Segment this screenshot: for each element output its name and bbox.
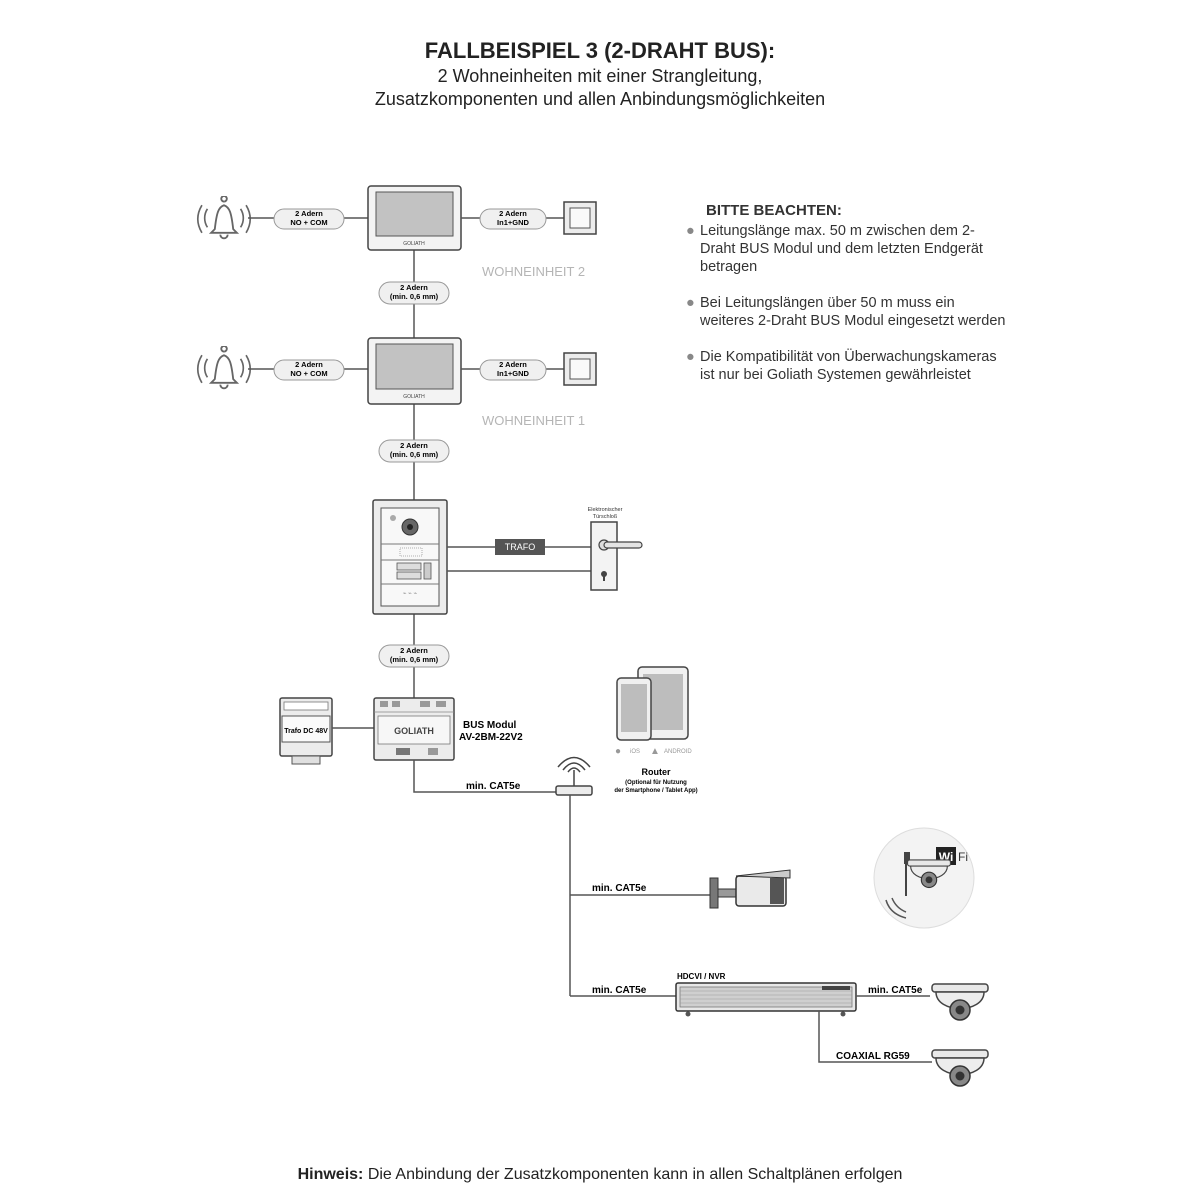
- router-note: der Smartphone / Tablet App): [614, 788, 697, 794]
- door-station: ⌁ ⌁ ⌁: [372, 499, 448, 615]
- connector-label: In1+GND: [497, 218, 529, 227]
- bullet-icon: ●: [686, 295, 695, 311]
- bullet-camera-icon: [709, 869, 791, 909]
- connector-label: (min. 0,6 mm): [390, 655, 439, 664]
- router-note: (Optional für Nutzung: [625, 780, 687, 786]
- electric-door-lock: Elektronischer Türschloß: [588, 507, 643, 591]
- connector-label: 2 Adern: [295, 209, 323, 218]
- note-text: Bei Leitungslängen über 50 m muss ein we…: [700, 295, 1006, 329]
- psu-label: Trafo DC 48V: [284, 728, 328, 735]
- dome-camera-icon: [931, 1049, 989, 1087]
- connector-label: 2 Adern: [499, 209, 527, 218]
- connector-label: 2 Adern: [295, 360, 323, 369]
- wifi-dome-camera: Wi Fi: [873, 827, 975, 929]
- monitor-logo: GOLIATH: [403, 394, 425, 400]
- wifi-badge-right: Fi: [958, 850, 968, 864]
- cable-label: min. CAT5e: [592, 883, 647, 894]
- cable-label: min. CAT5e: [466, 781, 521, 792]
- note-item: ● Die Kompatibilität von Überwachungskame…: [686, 348, 1006, 384]
- footer-bold: Hinweis:: [297, 1166, 364, 1183]
- bus-module-model: AV-2BM-22V2: [459, 732, 523, 743]
- page-subtitle-line1: 2 Wohneinheiten mit einer Strangleitung,: [437, 66, 763, 86]
- page-title: FALLBEISPIEL 3 (2-DRAHT BUS):: [424, 38, 776, 63]
- connector-pill: [273, 359, 345, 381]
- trafo-box: [495, 539, 545, 555]
- cable-label: min. CAT5e: [868, 985, 923, 996]
- connector-label: NO + COM: [290, 218, 327, 227]
- connector-label: 2 Adern: [400, 283, 428, 292]
- note-text: Die Kompatibilität von Überwachungskamer…: [700, 349, 997, 383]
- router-icon: [555, 756, 593, 796]
- nvr-recorder: [675, 982, 857, 1017]
- router-label: Router: [642, 767, 671, 777]
- connector-label: 2 Adern: [400, 646, 428, 655]
- connector-pill: [378, 644, 450, 668]
- footer-note: Hinweis: Die Anbindung der Zusatzkompone…: [0, 1166, 1200, 1184]
- bell-icon: [196, 346, 252, 390]
- power-supply-unit: Trafo DC 48V: [279, 697, 333, 765]
- android-icon: ▲: [650, 746, 660, 757]
- notes-heading: BITTE BEACHTEN:: [706, 202, 842, 219]
- smartphone-icon: [616, 677, 652, 741]
- ios-label: iOS: [630, 749, 640, 755]
- monitor-logo: GOLIATH: [403, 241, 425, 247]
- connector-label: NO + COM: [290, 369, 327, 378]
- nvr-label: HDCVI / NVR: [677, 972, 726, 981]
- notes-panel: BITTE BEACHTEN: ● Leitungslänge max. 50 m…: [686, 202, 1006, 402]
- page-subtitle-line2: Zusatzkomponenten und allen Anbindungsmö…: [374, 89, 826, 109]
- bus-module-name: BUS Modul: [463, 720, 517, 731]
- connector-label: 2 Adern: [400, 441, 428, 450]
- connector-pill: [273, 208, 345, 230]
- connector-label: (min. 0,6 mm): [390, 450, 439, 459]
- apple-icon: ●: [615, 746, 621, 757]
- note-item: ● Bei Leitungslängen über 50 m muss ein w…: [686, 294, 1006, 330]
- connector-pill: [378, 281, 450, 305]
- connector-label: In1+GND: [497, 369, 529, 378]
- bell-icon: [196, 196, 252, 240]
- footer-text: Die Anbindung der Zusatzkomponenten kann…: [363, 1166, 903, 1183]
- trafo-label: TRAFO: [505, 542, 536, 552]
- door-station-keys-icon: ⌁ ⌁ ⌁: [403, 591, 418, 597]
- unit-label: WOHNEINHEIT 1: [482, 413, 585, 428]
- connector-label: 2 Adern: [499, 360, 527, 369]
- note-text: Leitungslänge max. 50 m zwischen dem 2-D…: [700, 223, 983, 275]
- push-button-switch: [563, 201, 597, 235]
- indoor-monitor: GOLIATH: [367, 337, 462, 405]
- unit-label: WOHNEINHEIT 2: [482, 264, 585, 279]
- bullet-icon: ●: [686, 223, 695, 239]
- note-item: ● Leitungslänge max. 50 m zwischen dem 2-…: [686, 222, 1006, 276]
- connector-label: (min. 0,6 mm): [390, 292, 439, 301]
- lock-label: Türschloß: [593, 514, 618, 520]
- lock-label: Elektronischer: [588, 507, 623, 513]
- android-label: ANDROID: [664, 749, 692, 755]
- push-button-switch: [563, 352, 597, 386]
- connector-pill: [479, 208, 547, 230]
- bus-module-logo: GOLIATH: [394, 726, 434, 736]
- bus-module: GOLIATH: [373, 697, 455, 761]
- connector-pill: [378, 439, 450, 463]
- coax-label: COAXIAL RG59: [836, 1051, 910, 1062]
- cable-label: min. CAT5e: [592, 985, 647, 996]
- connector-pill: [479, 359, 547, 381]
- bullet-icon: ●: [686, 349, 695, 365]
- dome-camera-icon: [931, 983, 989, 1021]
- indoor-monitor: GOLIATH: [367, 185, 462, 251]
